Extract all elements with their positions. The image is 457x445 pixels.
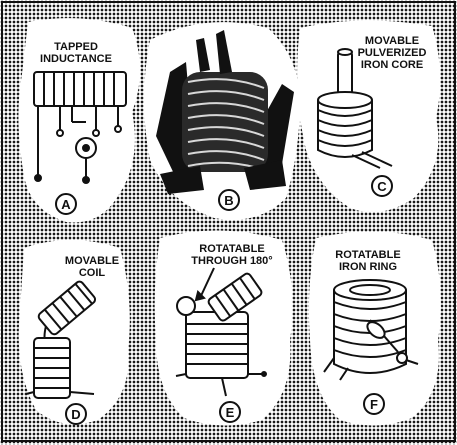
- panel-c-caption-line2: PULVERIZED: [358, 47, 427, 59]
- panel-a-caption-line1: TAPPED: [54, 41, 98, 53]
- panel-f-caption-line2: IRON RING: [339, 261, 397, 273]
- panel-a-letter: A: [61, 197, 71, 212]
- panel-f-caption-line1: ROTATABLE: [335, 249, 400, 261]
- panel-c-letter: C: [377, 179, 387, 194]
- panel-c-caption-line1: MOVABLE: [365, 35, 419, 47]
- panel-b-letter: B: [224, 193, 233, 208]
- panel-d-letter: D: [71, 407, 80, 422]
- panel-e-caption-line2: THROUGH 180°: [191, 255, 272, 267]
- panel-e-letter: E: [226, 405, 235, 420]
- panel-c-caption-line3: IRON CORE: [361, 59, 423, 71]
- panel-d-caption-line1: MOVABLE: [65, 255, 119, 267]
- panel-d-caption-line2: COIL: [79, 267, 106, 279]
- iron-ring-coil-drawing: [324, 280, 418, 380]
- panel-f-letter: F: [370, 397, 378, 412]
- panel-e-caption-line1: ROTATABLE: [199, 243, 264, 255]
- panel-a-caption-line2: INDUCTANCE: [40, 53, 112, 65]
